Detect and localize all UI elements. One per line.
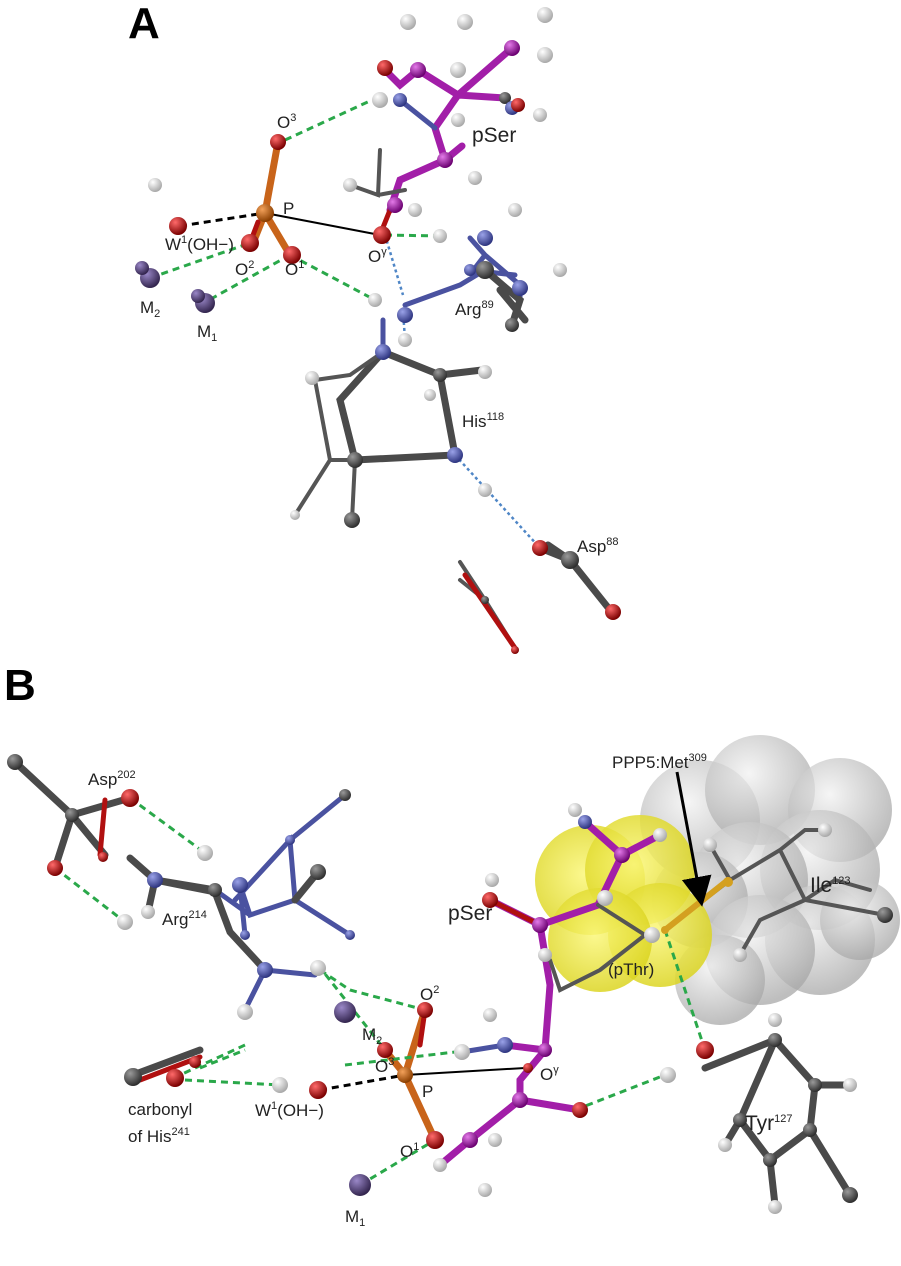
- panel-a-label-his: His118: [462, 411, 504, 431]
- panel-b-label-ile: Ile123: [810, 874, 851, 897]
- panel-b-atoms: [7, 754, 893, 1214]
- panel-a-labels: O3 P pSer W1(OH−) O2 O1 Oγ M2 M1 Arg89 H…: [140, 112, 619, 556]
- panel-b-label-tyr: Tyr127: [745, 1112, 793, 1135]
- panel-b-asp-bonds: [11, 758, 134, 872]
- panel-b-arg-bonds: [126, 792, 353, 1013]
- panel-a-label-m2: M2: [140, 298, 160, 320]
- panel-a-label-arg: Arg89: [455, 299, 494, 319]
- panel-b-letter: B: [4, 661, 36, 710]
- panel-b-label-of-his: of His241: [128, 1126, 190, 1146]
- panel-b-metal-m1: [349, 1174, 371, 1196]
- panel-b-substrate-bonds: [436, 818, 664, 1169]
- panel-a: A: [128, 0, 621, 654]
- panel-b-label-asp: Asp202: [88, 769, 136, 789]
- panel-b: B: [4, 661, 900, 1229]
- panel-b-labels: Asp202 Arg214 PPP5:Met309 Ile123 pSer (p…: [88, 752, 851, 1229]
- panel-a-label-o3: O3: [277, 112, 296, 132]
- panel-b-label-o1: O1: [400, 1141, 419, 1161]
- panel-b-metal-m2: [334, 1001, 356, 1023]
- panel-b-label-ppp5: PPP5:Met309: [612, 752, 707, 772]
- panel-a-label-m1: M1: [197, 322, 217, 344]
- panel-b-label-w1: W1(OH−): [255, 1100, 324, 1120]
- panel-a-interactions: [149, 98, 541, 549]
- panel-a-label-o1: O1: [285, 259, 304, 279]
- panel-a-label-o2: O2: [235, 259, 254, 279]
- panel-a-letter: A: [128, 0, 160, 48]
- panel-a-asp-bonds: [458, 541, 614, 651]
- panel-b-label-carbonyl: carbonyl: [128, 1100, 192, 1119]
- panel-b-label-pthr: (pThr): [608, 960, 654, 979]
- panel-a-label-asp: Asp88: [577, 536, 619, 556]
- panel-b-met-arrow: [675, 771, 712, 907]
- panel-a-label-w1: W1(OH−): [165, 234, 234, 254]
- panel-b-label-ogamma: Oγ: [540, 1064, 559, 1084]
- panel-b-label-o3: O3: [375, 1056, 394, 1076]
- panel-b-interactions: [54, 796, 707, 1187]
- panel-a-label-ogamma: Oγ: [368, 246, 387, 266]
- panel-a-atoms: [135, 7, 621, 654]
- panel-b-label-m2: M2: [362, 1025, 382, 1047]
- panel-b-label-m1: M1: [345, 1207, 365, 1229]
- panel-b-label-o2: O2: [420, 984, 439, 1004]
- panel-b-label-p: P: [422, 1082, 433, 1101]
- panel-b-label-arg: Arg214: [162, 909, 207, 929]
- panel-a-label-p: P: [283, 199, 294, 218]
- panel-a-label-pser: pSer: [472, 124, 516, 147]
- panel-b-label-pser: pSer: [448, 902, 492, 925]
